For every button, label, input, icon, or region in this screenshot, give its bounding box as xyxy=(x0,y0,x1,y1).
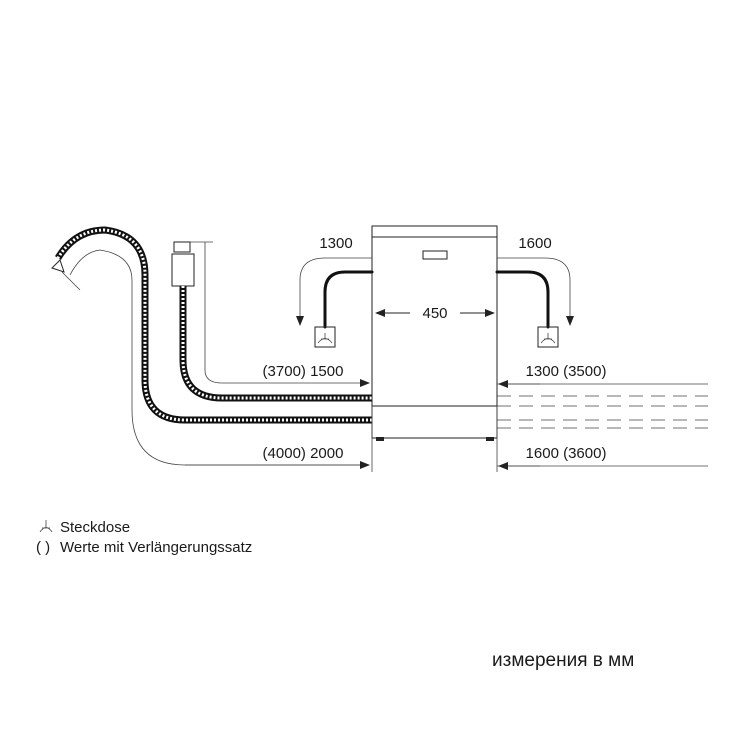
legend-extension-symbol: ( ) xyxy=(36,539,50,556)
left-power-cable-label: 1300 xyxy=(319,235,352,252)
dishwasher-body xyxy=(371,225,498,441)
width-dimension: 450 xyxy=(375,305,495,322)
left-inlet-hose-label: (3700) 1500 xyxy=(263,363,344,380)
dishwasher-foot-right xyxy=(486,437,494,441)
right-hose-routing: 1300 (3500) 1600 (3600) xyxy=(497,363,708,470)
socket-legend-icon xyxy=(39,520,53,533)
units-note: измерения в мм xyxy=(492,650,634,671)
socket-symbol-icon xyxy=(314,326,336,348)
water-tap-icon xyxy=(173,241,191,253)
width-label: 450 xyxy=(422,305,447,322)
inlet-hose: (3700) 1500 xyxy=(171,241,372,402)
left-power-cable: 1300 xyxy=(296,235,374,348)
control-panel-display xyxy=(422,250,448,260)
drain-hose: (4000) 2000 xyxy=(51,226,372,469)
right-drain-hose-label: 1600 (3600) xyxy=(526,445,607,462)
right-power-cable-label: 1600 xyxy=(518,235,551,252)
dishwasher-foot-left xyxy=(376,437,384,441)
legend: Steckdose ( ) Werte mit Verlängerungssat… xyxy=(36,519,252,556)
right-power-cable: 1600 xyxy=(495,235,574,348)
aquastop-valve-icon xyxy=(171,253,195,287)
socket-symbol-icon xyxy=(537,326,559,348)
legend-extension-label: Werte mit Verlängerungssatz xyxy=(60,539,252,556)
legend-socket-label: Steckdose xyxy=(60,519,130,536)
right-inlet-hose-label: 1300 (3500) xyxy=(526,363,607,380)
left-drain-hose-label: (4000) 2000 xyxy=(263,445,344,462)
